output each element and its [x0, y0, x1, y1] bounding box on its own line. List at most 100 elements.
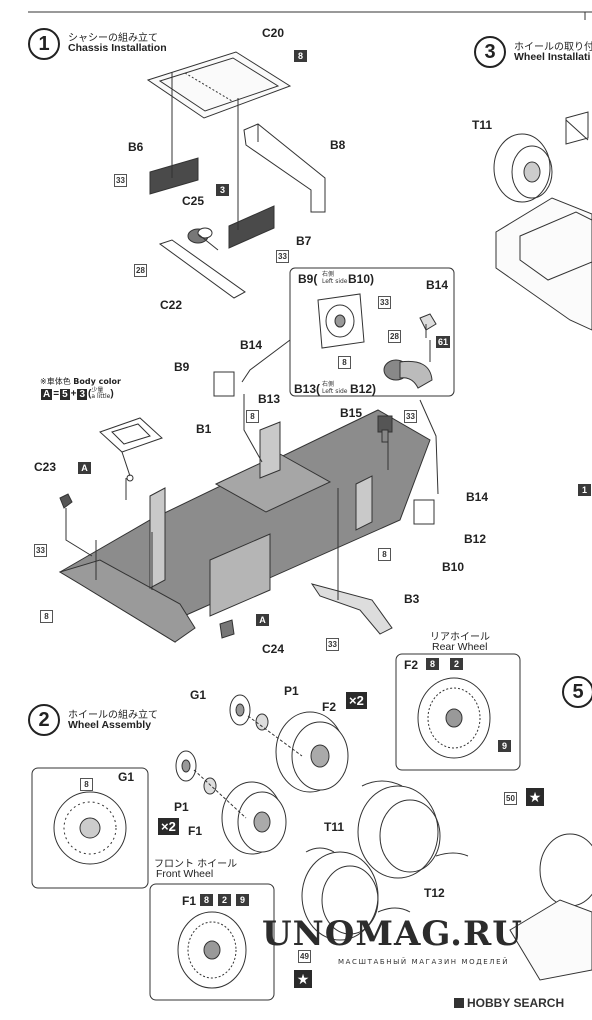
color-callout: 33 [378, 296, 391, 309]
color-callout: 9 [498, 740, 511, 752]
part-label: C20 [262, 26, 285, 40]
part-label: B1 [196, 422, 212, 436]
b10-plate-part [413, 499, 435, 525]
part-label: B8 [330, 138, 346, 152]
color-callout: A [256, 614, 269, 626]
color-callout: 2 [450, 658, 463, 670]
g1-disk-bottom [175, 750, 197, 782]
color-callout: 8 [80, 778, 93, 791]
t12-tire [357, 785, 441, 879]
color-callout: 8 [200, 894, 213, 906]
part-label: T12 [424, 886, 445, 900]
t11-tire [301, 851, 379, 941]
color-callout: 28 [134, 264, 147, 277]
f1-wheel [221, 781, 287, 855]
step-2-title-en: Wheel Assembly [68, 719, 152, 731]
part-label: B9 [174, 360, 190, 374]
rear-wheel-title-en: Rear Wheel [432, 641, 488, 653]
b13-duct-part [383, 359, 433, 389]
body-color-label: ※車体色 Body color [40, 377, 121, 386]
step3-car-partial [493, 111, 592, 331]
part-label: B15 [340, 406, 363, 420]
color-callout: 8 [338, 356, 351, 369]
part-label: P1 [174, 800, 189, 814]
color-callout: 8 [426, 658, 439, 670]
front-wheel-detail [177, 911, 247, 989]
part-label: G1 [118, 770, 135, 784]
c23-part [59, 493, 73, 509]
part-label-b9: B9( [298, 272, 318, 286]
b15-part [377, 415, 393, 443]
star-icon: ★ [526, 788, 544, 806]
color-callout: 1 [578, 484, 591, 496]
star-icon: ★ [294, 970, 312, 988]
b9-plate-part [213, 371, 235, 397]
quantity-x2-badge: ×2 [158, 818, 179, 835]
color-callout: 8 [378, 548, 391, 561]
step-5-number: 5 [562, 676, 592, 708]
part-label: F2 [322, 700, 337, 714]
color-callout: 8 [294, 50, 307, 62]
part-label-b12: B12) [350, 382, 377, 396]
step-1-title-jp: シャシーの組み立て [68, 33, 158, 44]
rear-wheel-detail [417, 677, 491, 759]
part-label: B10 [442, 560, 465, 574]
part-label: B14 [426, 278, 449, 292]
color-callout: 33 [326, 638, 339, 651]
color-callout: 33 [276, 250, 289, 263]
color-callout: 9 [236, 894, 249, 906]
color-callout: 33 [404, 410, 417, 423]
g1-disk-top [229, 694, 251, 726]
front-wheel-title-jp: フロント ホイール [154, 859, 238, 870]
step-2-title-jp: ホイールの組み立て [68, 710, 158, 721]
color-callout: 33 [34, 544, 47, 557]
color-callout: 49 [298, 950, 311, 963]
part-label: C25 [182, 194, 205, 208]
quantity-x2-badge: ×2 [346, 692, 367, 709]
color-callout: 33 [114, 174, 127, 187]
c24-part [219, 619, 235, 639]
b8-rail-part [243, 123, 326, 213]
part-label: C22 [160, 298, 183, 312]
f2-wheel [275, 711, 349, 793]
part-label: B7 [296, 234, 312, 248]
color-callout: 2 [218, 894, 231, 906]
part-label: F2 [404, 658, 419, 672]
part-label: B12 [464, 532, 487, 546]
g1-disk-detail [53, 791, 127, 865]
hobby-search-icon [454, 998, 464, 1008]
part-label: B14 [466, 490, 489, 504]
rear-wheel-title-jp: リアホイール [430, 632, 490, 643]
part-label: B13 [258, 392, 281, 406]
footer-brand: HOBBY SEARCH [454, 996, 564, 1010]
tray-part [99, 417, 163, 482]
step-3-title-en: Wheel Installati [514, 51, 591, 63]
color-callout: 8 [40, 610, 53, 623]
b14-part [419, 313, 437, 338]
b6-part [149, 157, 199, 195]
watermark-subtitle: МАСШТАБНЫЙ МАГАЗИН МОДЕЛЕЙ [338, 958, 510, 966]
arrow-line [197, 233, 219, 251]
color-callout: A [78, 462, 91, 474]
step-3-number: 3 [474, 36, 506, 68]
front-wheel-title-en: Front Wheel [156, 868, 214, 880]
part-label: C24 [262, 642, 285, 656]
color-callout: 28 [388, 330, 401, 343]
step5-car-partial [509, 833, 592, 981]
part-label: C23 [34, 460, 57, 474]
step-1-title-en: Chassis Installation [68, 42, 167, 54]
step-3-title-jp: ホイールの取り付 [514, 42, 592, 53]
part-label: B3 [404, 592, 420, 606]
b3-part [310, 583, 393, 635]
part-label: P1 [284, 684, 299, 698]
step-2-number: 2 [28, 704, 60, 736]
part-label: T11 [472, 118, 493, 132]
color-callout: 50 [504, 792, 517, 805]
part-label: T11 [324, 820, 345, 834]
p1-cylinder-top [255, 713, 269, 731]
color-callout: 3 [216, 184, 229, 196]
